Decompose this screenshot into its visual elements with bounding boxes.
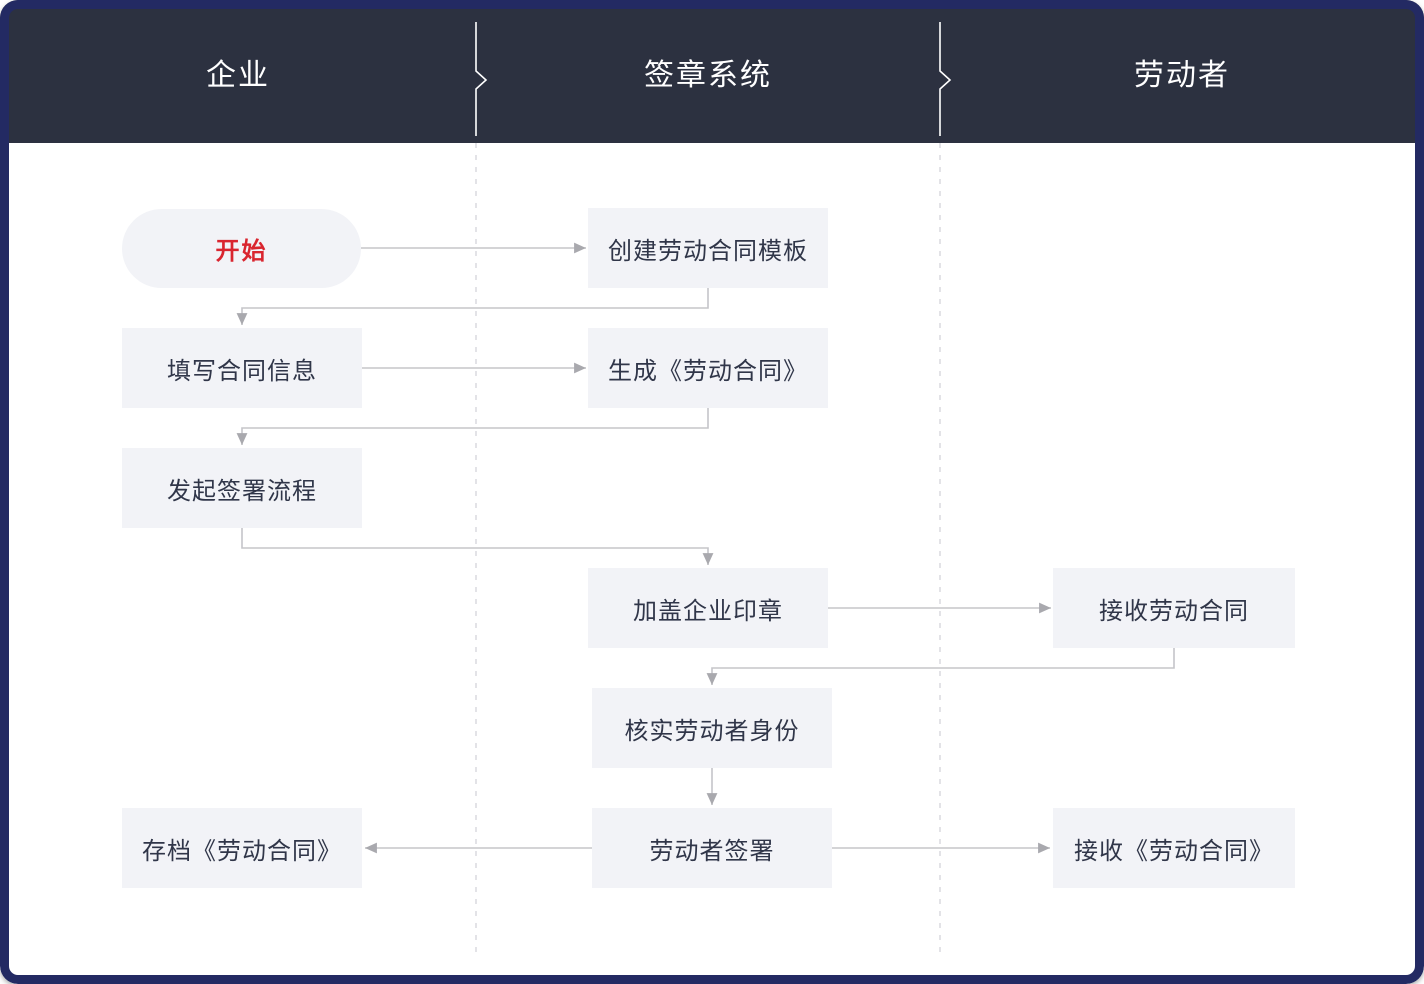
edge-initiate-to-seal: [241, 528, 714, 565]
flow-node-create-template: 创建劳动合同模板: [588, 208, 828, 288]
flow-node-verify-worker-identity: 核实劳动者身份: [592, 688, 832, 768]
flow-node-generate-contract: 生成《劳动合同》: [588, 328, 828, 408]
lane-title-enterprise: 企业: [206, 58, 270, 92]
flow-node-fill-contract-info: 填写合同信息: [122, 328, 362, 408]
flow-node-start: 开始: [122, 209, 361, 288]
flow-node-apply-company-seal: 加盖企业印章: [588, 568, 828, 648]
flow-node-archive-contract: 存档《劳动合同》: [122, 808, 362, 888]
lane-divider-chevron-1: [475, 22, 488, 136]
flow-node-receive-signed-contract: 接收《劳动合同》: [1053, 808, 1295, 888]
lane-title-signature-system: 签章系统: [644, 58, 772, 92]
flow-node-worker-sign: 劳动者签署: [592, 808, 832, 888]
edge-create-template-to-fill-info: [236, 288, 709, 325]
flow-node-receive-contract: 接收劳动合同: [1053, 568, 1295, 648]
lane-divider-chevron-2: [939, 22, 952, 136]
swimlane-header: 企业 签章系统 劳动者: [0, 0, 1424, 143]
edge-receive-to-verify: [706, 648, 1175, 685]
flow-node-initiate-signing: 发起签署流程: [122, 448, 362, 528]
lane-title-worker: 劳动者: [1134, 58, 1230, 92]
edge-generate-to-initiate: [236, 408, 709, 445]
